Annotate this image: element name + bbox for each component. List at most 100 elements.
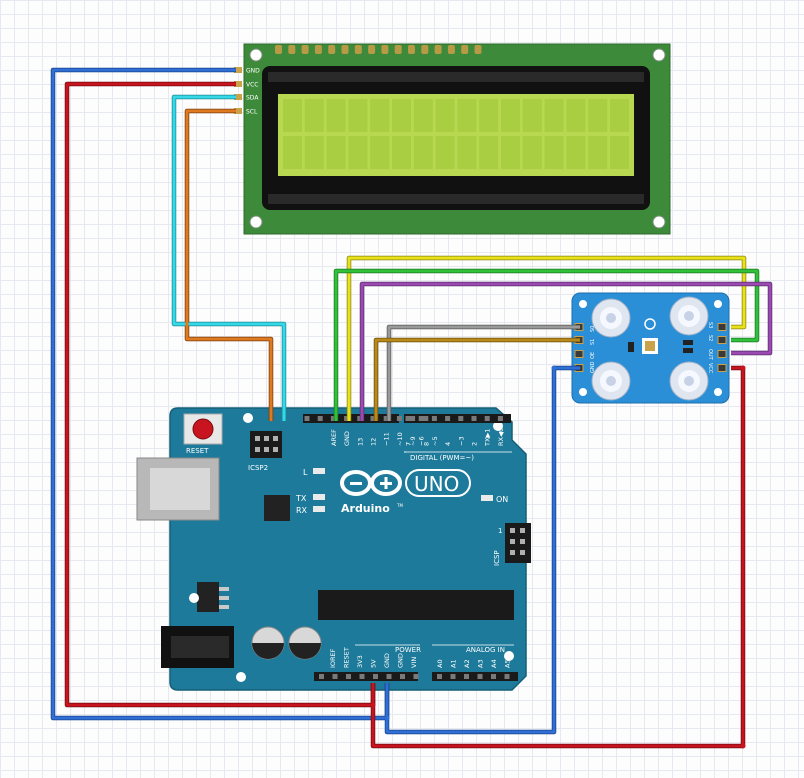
uno-badge: [405, 469, 471, 497]
sensor-pin[interactable]: [717, 336, 727, 344]
sensor-pin-label: GND: [590, 361, 596, 373]
digital-pin-label: ~6: [418, 436, 426, 446]
digital-pin-hole[interactable]: [405, 416, 411, 421]
lcd-pin-label: SDA: [246, 95, 259, 102]
icsp-one-label: 1: [498, 527, 502, 535]
sensor-pin-label: VCC: [707, 363, 713, 374]
lcd-cell: [566, 136, 586, 169]
sensor-pin-label: S2: [707, 335, 713, 341]
digital-header-right: [404, 414, 511, 423]
sensor-pin[interactable]: [717, 364, 727, 372]
digital-pin-label: ~3: [457, 436, 465, 446]
arduino-uno-board[interactable]: RESET ICSP2 L TX RX ON Arduino TM UNO: [136, 407, 531, 691]
lcd-header-pad: [328, 45, 336, 54]
power-pin-label: 3V3: [356, 655, 364, 668]
digital-pin-hole[interactable]: [317, 416, 323, 421]
digital-pin-hole[interactable]: [458, 416, 464, 421]
lcd-header-pad: [447, 45, 455, 54]
analog-pin-label: A0: [436, 659, 444, 668]
lcd-pin[interactable]: [234, 108, 242, 114]
digital-pin-hole[interactable]: [497, 416, 503, 421]
sensor-pin[interactable]: [717, 350, 727, 358]
lcd-cell: [610, 136, 629, 169]
icsp-pin: [510, 550, 515, 555]
arduino-mount-hole: [504, 651, 514, 661]
digital-pin-hole[interactable]: [304, 416, 310, 421]
sensor-pin[interactable]: [717, 323, 727, 331]
led-on: [481, 495, 493, 501]
power-header: [314, 672, 418, 681]
lcd-pin[interactable]: [234, 81, 242, 87]
digital-pin-hole[interactable]: [445, 416, 451, 421]
sensor-pin-label: S0: [590, 326, 596, 332]
power-pin-label: 5V: [370, 659, 378, 668]
analog-pin-hole[interactable]: [450, 674, 456, 679]
digital-pin-label: AREF: [330, 429, 338, 446]
analog-pin-hole[interactable]: [437, 674, 442, 679]
lcd-header-pad: [474, 45, 482, 54]
digital-pin-hole[interactable]: [484, 416, 490, 421]
analog-pin-label: A1: [450, 659, 458, 668]
digital-pin-hole[interactable]: [410, 416, 416, 421]
analog-pin-holes: [437, 674, 510, 679]
wires: [50, 67, 773, 749]
power-pin-label: GND: [383, 653, 391, 668]
power-pin-label: IOREF: [329, 648, 337, 668]
sensor-pin[interactable]: [574, 350, 584, 358]
lcd-pin[interactable]: [234, 94, 242, 100]
digital-pin-label: GND: [343, 431, 351, 446]
lcd-cell: [370, 136, 390, 169]
icsp-pin: [520, 528, 525, 533]
power-pin-hole[interactable]: [332, 674, 338, 679]
digital-pin-label: TX▶1: [484, 428, 492, 447]
icsp2-pin: [255, 436, 260, 441]
power-pin-hole[interactable]: [386, 674, 392, 679]
digital-pin-label: ~5: [431, 436, 439, 446]
digital-pin-hole[interactable]: [344, 416, 350, 421]
lcd-pin[interactable]: [234, 67, 242, 73]
digital-pin-hole[interactable]: [418, 416, 424, 421]
lcd-cell: [479, 136, 499, 169]
regulator-hole: [189, 593, 199, 603]
sensor-pin-label: OE: [590, 352, 596, 359]
power-pin-hole[interactable]: [319, 674, 324, 679]
lcd-bezel-edge: [268, 72, 644, 82]
lcd-cell: [348, 99, 368, 132]
analog-pin-hole[interactable]: [491, 674, 496, 679]
digital-pin-hole[interactable]: [383, 416, 389, 421]
arduino-logo: [340, 470, 402, 496]
digital-pin-hole[interactable]: [471, 416, 477, 421]
power-pin-hole[interactable]: [413, 674, 419, 679]
digital-pin-hole[interactable]: [431, 416, 437, 421]
power-pin-hole[interactable]: [346, 674, 351, 679]
digital-pin-hole[interactable]: [423, 416, 429, 421]
power-pin-hole[interactable]: [359, 674, 365, 679]
lcd-cell: [588, 136, 608, 169]
sensor-chip: [645, 341, 655, 351]
analog-pin-hole[interactable]: [504, 674, 510, 679]
reset-button-cap[interactable]: [192, 418, 214, 440]
sensor-logo: [644, 318, 656, 330]
icsp2-pin: [264, 447, 269, 452]
lcd-cell: [392, 136, 411, 169]
analog-pin-hole[interactable]: [464, 674, 469, 679]
lcd-pin-label: GND: [246, 68, 260, 75]
power-pin-label: RESET: [343, 647, 351, 668]
usb-chip: [264, 495, 290, 521]
digital-pin-hole[interactable]: [396, 416, 402, 421]
sensor-resistor: [683, 340, 693, 345]
sensor-resistor: [628, 342, 634, 352]
sensor-resistor: [683, 348, 693, 353]
power-pin-hole[interactable]: [400, 674, 405, 679]
power-pin-holes: [319, 674, 419, 679]
icsp-pin: [510, 528, 515, 533]
digital-pin-hole[interactable]: [330, 416, 336, 421]
lcd-cell: [413, 99, 433, 132]
lcd-cell: [501, 136, 520, 169]
digital-pin-hole[interactable]: [370, 416, 376, 421]
analog-pin-hole[interactable]: [477, 674, 483, 679]
power-pin-hole[interactable]: [373, 674, 378, 679]
